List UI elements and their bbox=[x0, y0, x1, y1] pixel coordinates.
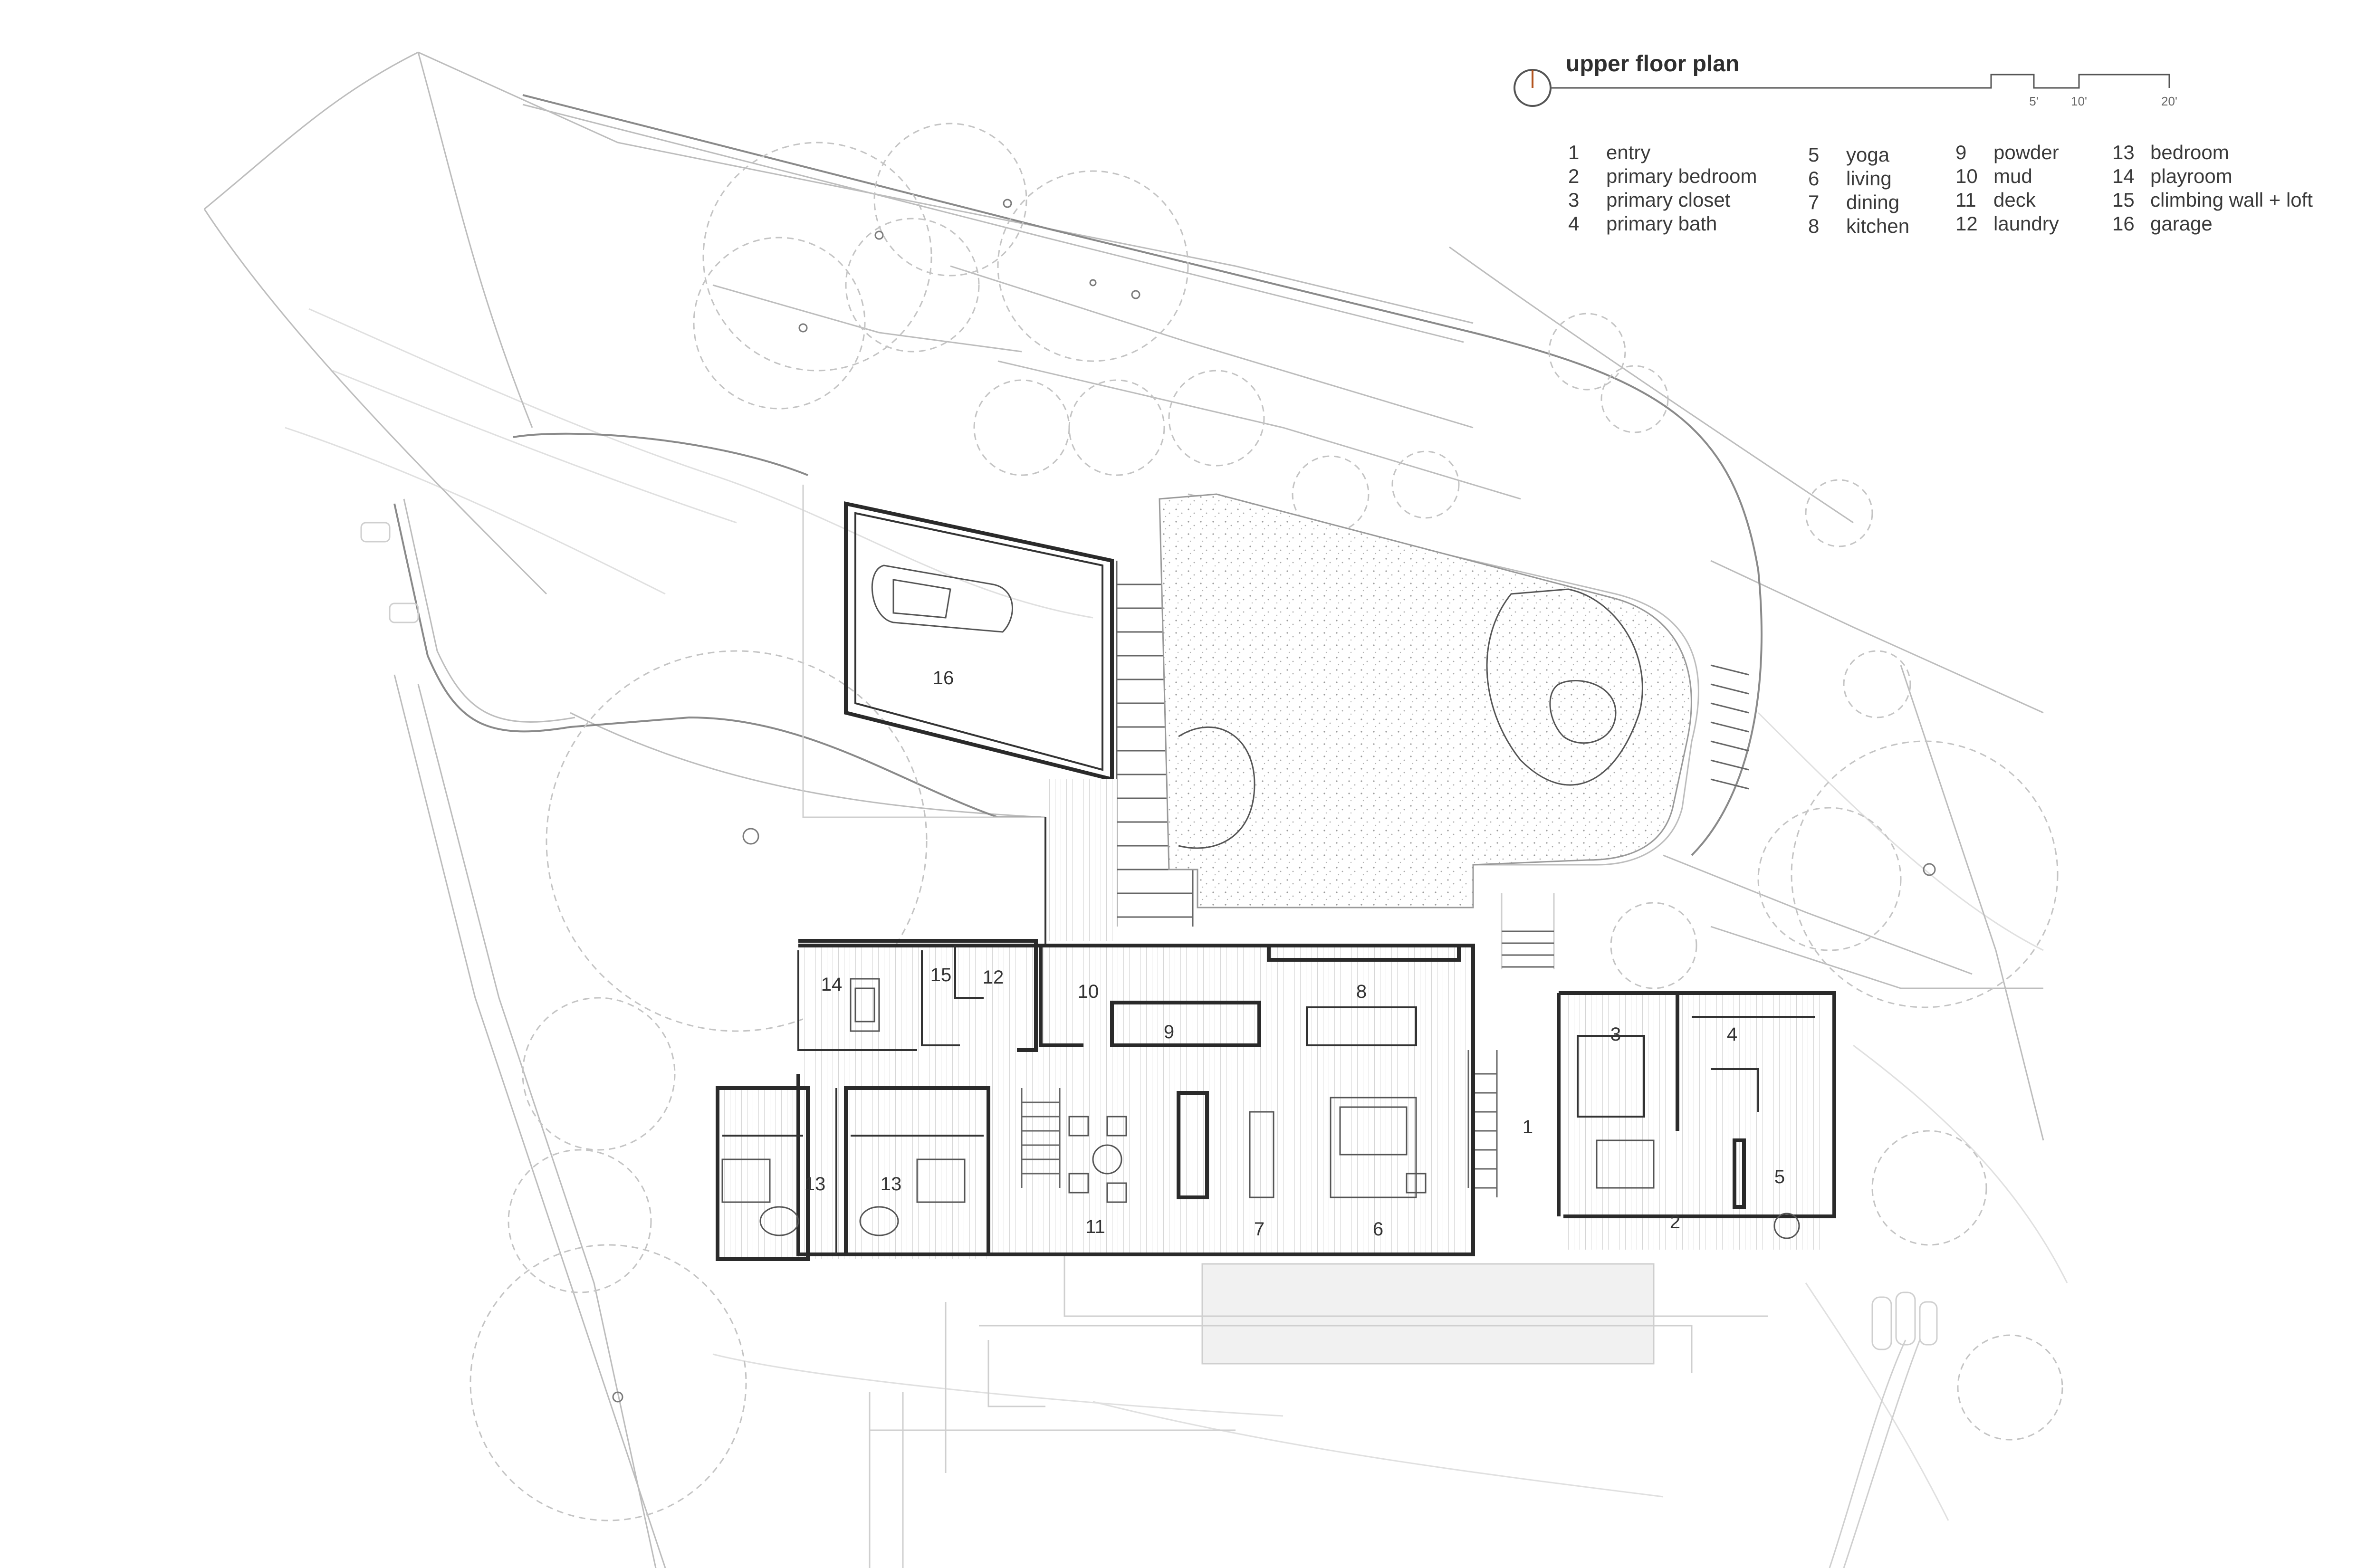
room-tag-garage: 16 bbox=[933, 668, 954, 688]
legend-label: primary closet bbox=[1606, 189, 1731, 211]
room-tag-playroom: 14 bbox=[821, 974, 843, 995]
room-tag-yoga: 5 bbox=[1774, 1166, 1785, 1187]
scale-label: 10' bbox=[2071, 94, 2087, 108]
legend-label: dining bbox=[1846, 191, 1899, 213]
legend-number: 11 bbox=[1955, 189, 1976, 211]
legend-label: entry bbox=[1606, 141, 1650, 163]
legend-number: 3 bbox=[1568, 189, 1579, 211]
legend-label: bedroom bbox=[2150, 141, 2229, 163]
legend-label: living bbox=[1846, 167, 1892, 190]
legend-number: 12 bbox=[1955, 212, 1978, 235]
room-tag-primary-closet: 3 bbox=[1610, 1024, 1621, 1045]
legend-number: 9 bbox=[1955, 141, 1966, 163]
legend-label: laundry bbox=[1993, 212, 2059, 235]
room-tag-laundry: 12 bbox=[983, 967, 1004, 988]
legend-number: 2 bbox=[1568, 165, 1579, 187]
legend-label: deck bbox=[1993, 189, 2036, 211]
room-tag-powder: 9 bbox=[1164, 1022, 1174, 1042]
site-context bbox=[203, 51, 2068, 1568]
legend-number: 14 bbox=[2112, 165, 2135, 187]
room-tag-kitchen: 8 bbox=[1356, 981, 1367, 1002]
scale-bar bbox=[1552, 74, 2170, 89]
legend-number: 8 bbox=[1808, 215, 1819, 237]
title-block: upper floor plan 5' 10' 20' bbox=[1514, 51, 2177, 108]
legend-label: kitchen bbox=[1846, 215, 1909, 237]
room-tag-primary-bath: 4 bbox=[1727, 1024, 1737, 1045]
room-tag-entry: 1 bbox=[1523, 1117, 1533, 1138]
room-tags: 1 2 3 4 5 6 7 8 9 10 11 12 13 13 14 15 1… bbox=[805, 668, 1785, 1240]
room-tag-primary-bedroom: 2 bbox=[1670, 1212, 1680, 1233]
legend-number: 6 bbox=[1808, 167, 1819, 190]
legend-number: 13 bbox=[2112, 141, 2135, 163]
room-tag-dining: 7 bbox=[1254, 1219, 1265, 1240]
legend-label: playroom bbox=[2150, 165, 2232, 187]
legend-label: yoga bbox=[1846, 143, 1890, 166]
legend-number: 5 bbox=[1808, 143, 1819, 166]
entry-court-gravel bbox=[1159, 493, 1692, 908]
legend-number: 15 bbox=[2112, 189, 2135, 211]
legend-number: 7 bbox=[1808, 191, 1819, 213]
legend-number: 4 bbox=[1568, 212, 1579, 235]
room-tag-climbing-wall: 15 bbox=[930, 965, 952, 985]
legend-label: primary bedroom bbox=[1606, 165, 1757, 187]
primary-suite bbox=[1557, 991, 1836, 1239]
house-main bbox=[713, 939, 1830, 1261]
scale-label: 20' bbox=[2161, 94, 2177, 108]
room-tag-mud: 10 bbox=[1078, 981, 1099, 1002]
legend-label: climbing wall + loft bbox=[2150, 189, 2313, 211]
room-tag-bedroom: 13 bbox=[805, 1174, 826, 1195]
legend-label: powder bbox=[1993, 141, 2059, 163]
legend-number: 10 bbox=[1955, 165, 1978, 187]
legend-number: 16 bbox=[2112, 212, 2135, 235]
scale-label: 5' bbox=[2029, 94, 2038, 108]
room-tag-living: 6 bbox=[1373, 1219, 1383, 1240]
legend-label: garage bbox=[2150, 212, 2213, 235]
legend: 1 entry 2 primary bedroom 3 primary clos… bbox=[1568, 141, 2313, 237]
legend-number: 1 bbox=[1568, 141, 1579, 163]
garage bbox=[802, 485, 1194, 946]
legend-label: primary bath bbox=[1606, 212, 1717, 235]
room-tag-deck: 11 bbox=[1085, 1216, 1105, 1237]
room-tag-bedroom: 13 bbox=[881, 1174, 902, 1195]
legend-label: mud bbox=[1993, 165, 2032, 187]
plan-title: upper floor plan bbox=[1566, 51, 1739, 76]
car-outline bbox=[871, 564, 1013, 633]
